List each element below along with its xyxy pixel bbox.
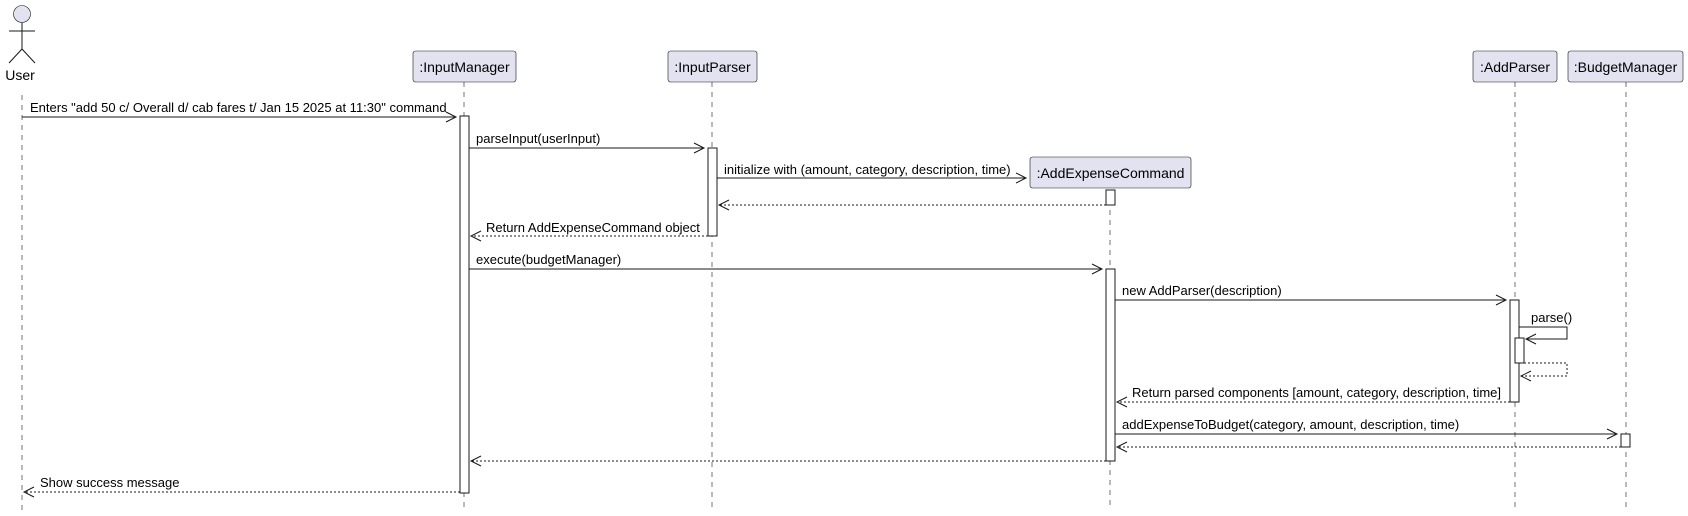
message-new-addparser: new AddParser(description) [1115,283,1508,306]
message-label: addExpenseToBudget(category, amount, des… [1122,417,1459,432]
message-execute-return [469,455,1106,467]
activation-addparser-parse [1514,337,1525,364]
message-label: initialize with (amount, category, descr… [724,162,1011,177]
message-enters-command: Enters "add 50 c/ Overall d/ cab fares t… [22,100,458,123]
participant-inputparser: :InputParser [667,50,758,83]
activation-addexpensecommand-execute [1105,268,1116,462]
message-return-command-object: Return AddExpenseCommand object [469,220,708,242]
participant-name: :InputManager [419,59,510,75]
actor-head-icon [13,5,31,23]
message-initialize-with: initialize with (amount, category, descr… [717,162,1028,184]
message-parse-input: parseInput(userInput) [469,131,706,154]
participant-name: :AddParser [1480,59,1550,75]
message-parse-self: parse() [1519,310,1572,345]
message-show-success: Show success message [22,475,460,498]
participant-name: :InputParser [674,59,751,75]
participant-inputmanager: :InputManager [412,50,517,83]
message-label: Show success message [40,475,179,490]
message-label: parse() [1531,310,1572,325]
actor-name: User [5,67,35,83]
message-create-return [717,199,1106,211]
participant-name: :BudgetManager [1574,59,1678,75]
activation-inputmanager [459,115,470,494]
user-actor: User [5,5,36,83]
message-execute: execute(budgetManager) [469,252,1104,275]
message-label: Enters "add 50 c/ Overall d/ cab fares t… [30,100,447,115]
message-add-expense-to-budget: addExpenseToBudget(category, amount, des… [1115,417,1619,440]
message-return-parsed: Return parsed components [amount, catego… [1115,385,1510,408]
message-parse-self-return [1519,362,1568,382]
message-label: execute(budgetManager) [476,252,621,267]
activation-budgetmanager [1620,433,1631,448]
participant-budgetmanager: :BudgetManager [1567,50,1684,83]
actor-body-icon [8,22,36,64]
participant-name: :AddExpenseCommand [1037,165,1185,181]
participant-addexpensecommand: :AddExpenseCommand [1029,156,1192,189]
activation-addexpensecommand-create [1105,189,1116,206]
message-label: parseInput(userInput) [476,131,600,146]
message-label: new AddParser(description) [1122,283,1282,298]
message-budget-return [1115,441,1621,453]
activation-inputparser [707,147,718,237]
message-label: Return parsed components [amount, catego… [1132,385,1501,400]
participant-addparser: :AddParser [1472,50,1558,83]
message-label: Return AddExpenseCommand object [486,220,700,235]
